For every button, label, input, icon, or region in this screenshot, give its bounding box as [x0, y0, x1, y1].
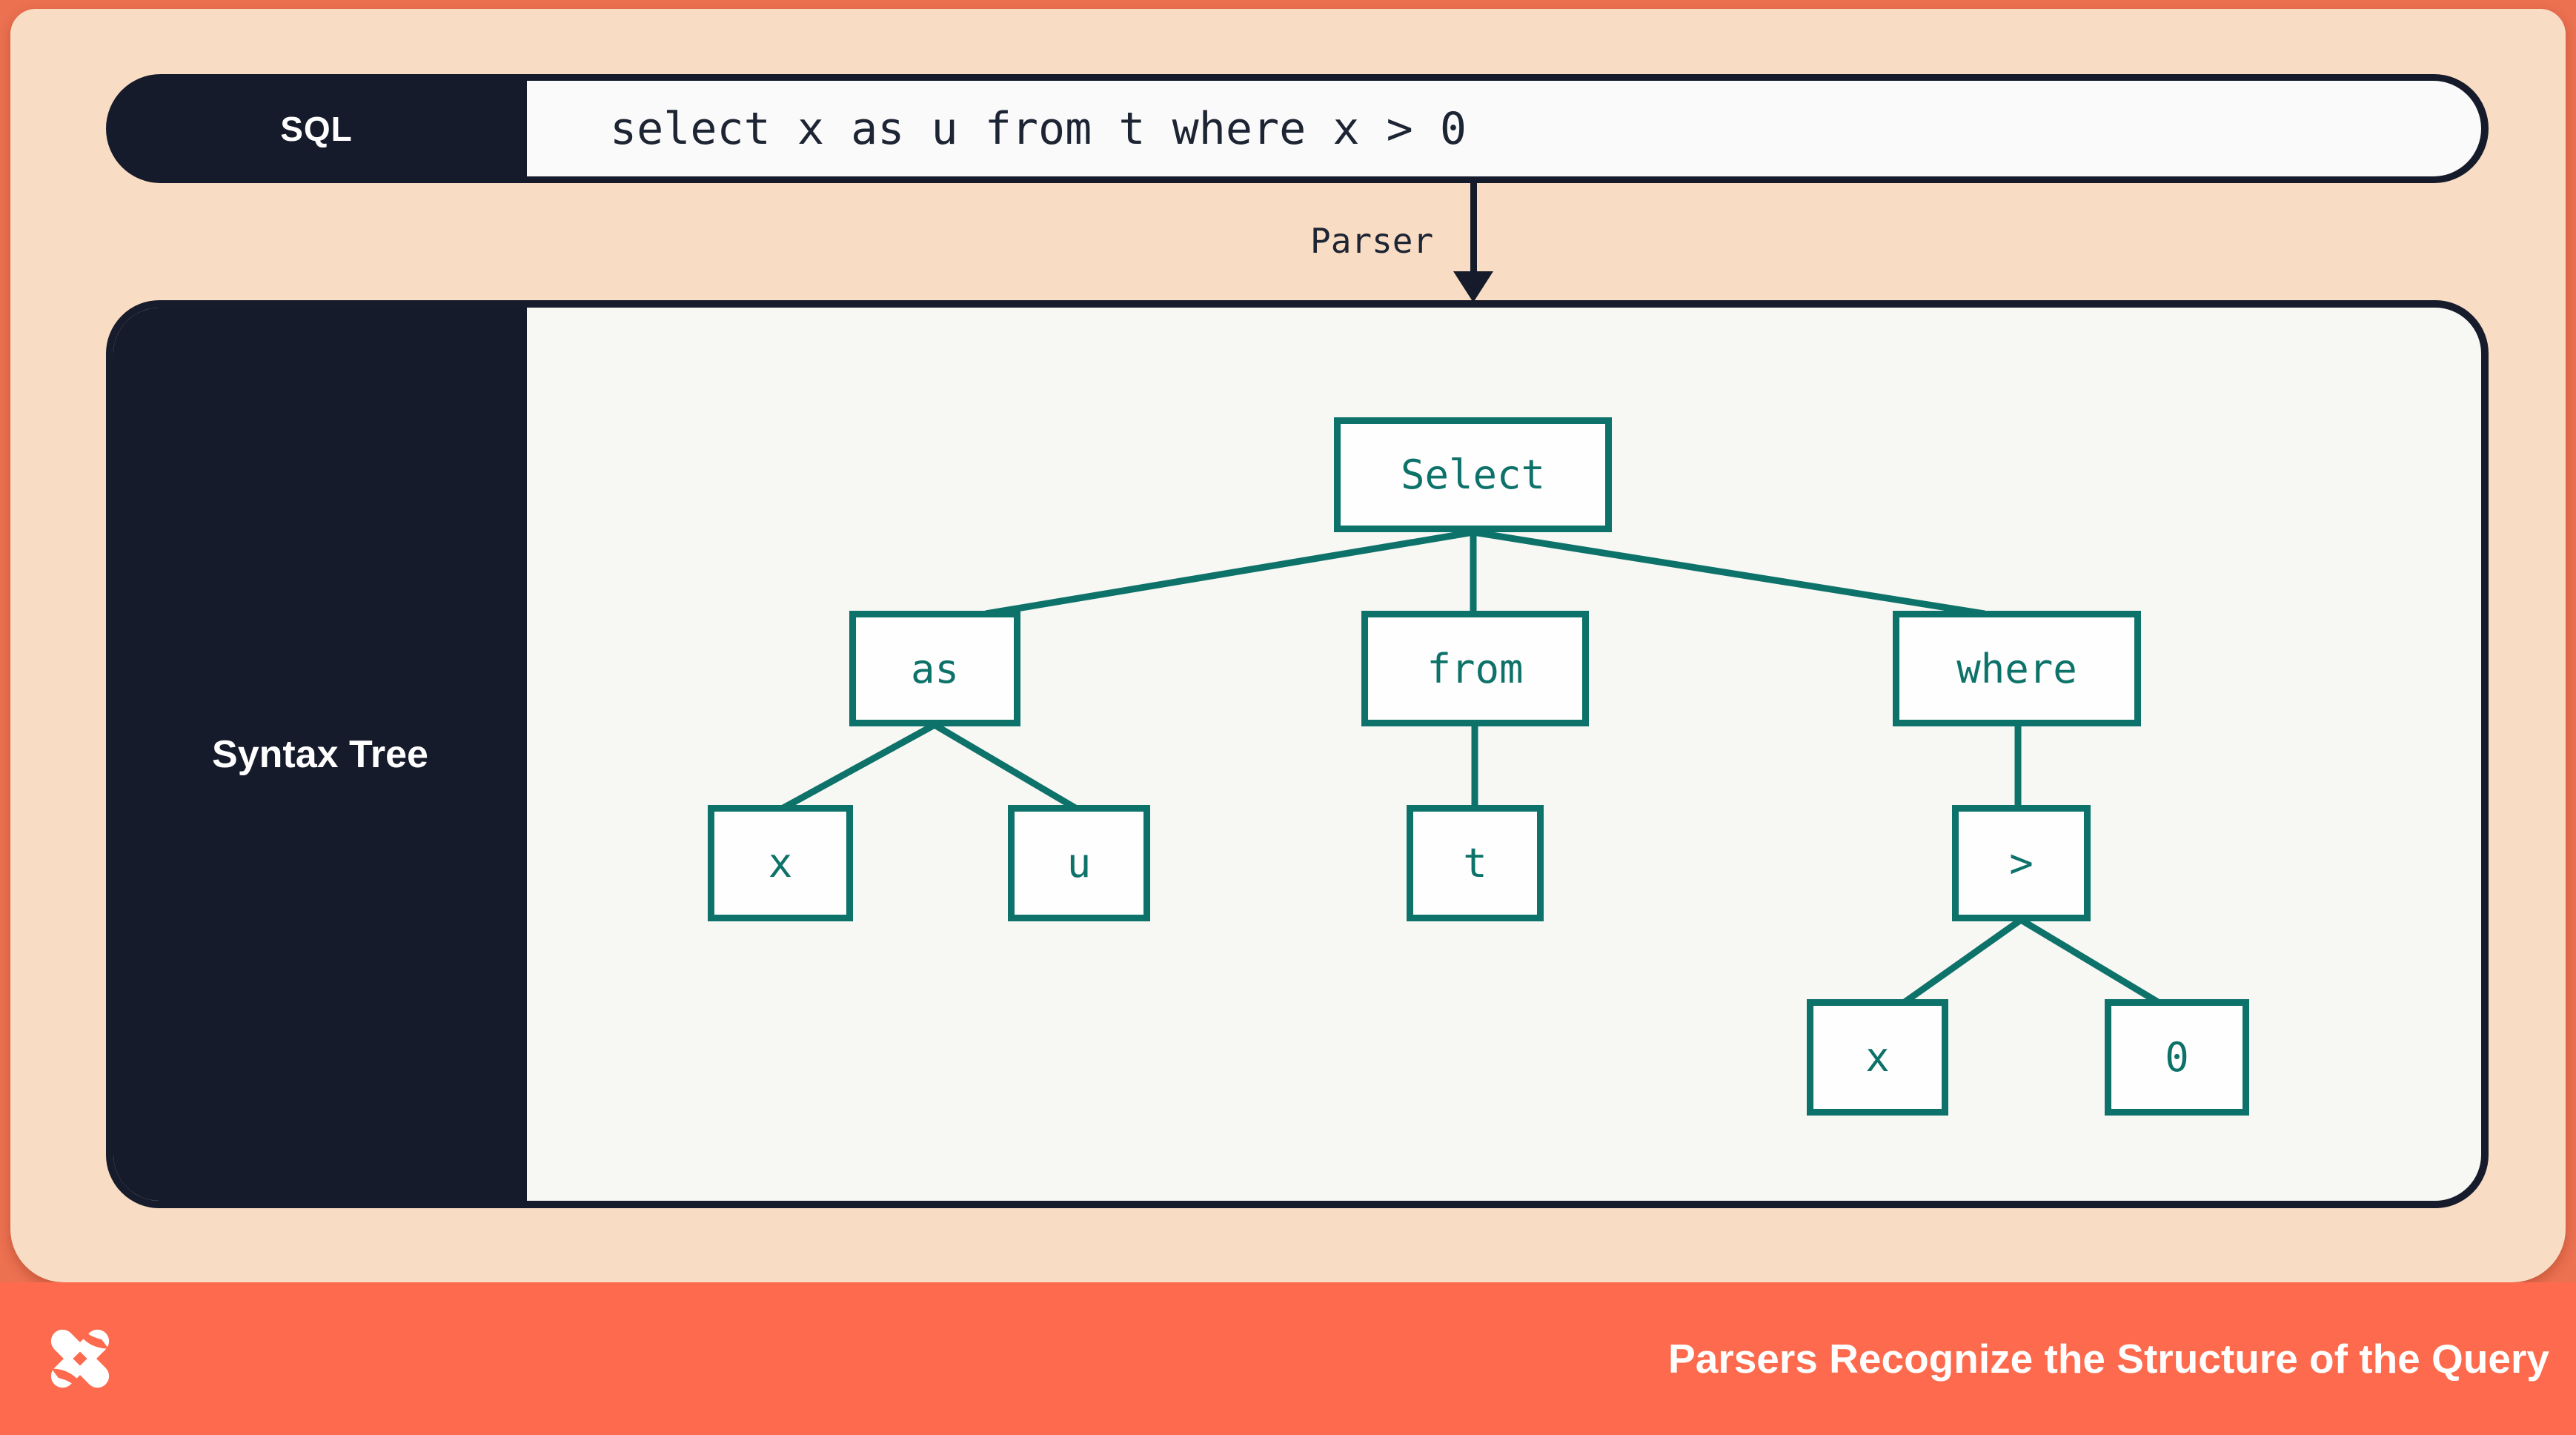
tree-node-u-label: u [1066, 840, 1092, 886]
tree-node-where: where [1893, 611, 2141, 726]
tree-node-as-label: as [910, 645, 960, 692]
tree-node-zero: 0 [2105, 999, 2249, 1116]
footer-title: Parsers Recognize the Structure of the Q… [1668, 1336, 2549, 1382]
tree-node-u: u [1008, 805, 1150, 921]
tree-node-t-label: t [1463, 840, 1487, 886]
syntax-tree-label: Syntax Tree [212, 732, 428, 776]
down-arrow-head-icon [1453, 271, 1493, 302]
syntax-tree-box: Syntax Tree [106, 300, 2489, 1208]
tree-node-zero-label: 0 [2165, 1034, 2189, 1081]
tree-node-select: Select [1334, 417, 1612, 532]
sql-bar-label: SQL [280, 109, 353, 148]
down-arrow-icon [1470, 183, 1477, 275]
tree-node-greater-than: > [1952, 805, 2091, 921]
tree-node-from: from [1361, 611, 1589, 726]
tree-node-greater-than-label: > [2009, 840, 2034, 886]
sql-bar: SQL select x as u from t where x > 0 [106, 74, 2489, 183]
syntax-tree-label-panel: Syntax Tree [113, 308, 527, 1201]
sql-query-field: select x as u from t where x > 0 [527, 81, 2481, 176]
tree-node-t: t [1407, 805, 1544, 921]
tree-node-from-label: from [1427, 645, 1524, 692]
tree-node-x-operand: x [1807, 999, 1948, 1116]
sql-bar-label-box: SQL [106, 74, 527, 183]
footer-bar: Parsers Recognize the Structure of the Q… [0, 1282, 2576, 1435]
sql-query-text: select x as u from t where x > 0 [610, 102, 1467, 155]
tree-node-x-alias-label: x [768, 840, 793, 886]
dolt-logo-icon [50, 1320, 110, 1397]
tree-node-x-operand-label: x [1865, 1034, 1890, 1081]
tree-node-select-label: Select [1400, 451, 1546, 498]
tree-node-as: as [849, 611, 1020, 726]
tree-node-x-alias: x [708, 805, 853, 921]
tree-node-where-label: where [1956, 645, 2077, 692]
parser-label: Parser [1310, 221, 1434, 261]
